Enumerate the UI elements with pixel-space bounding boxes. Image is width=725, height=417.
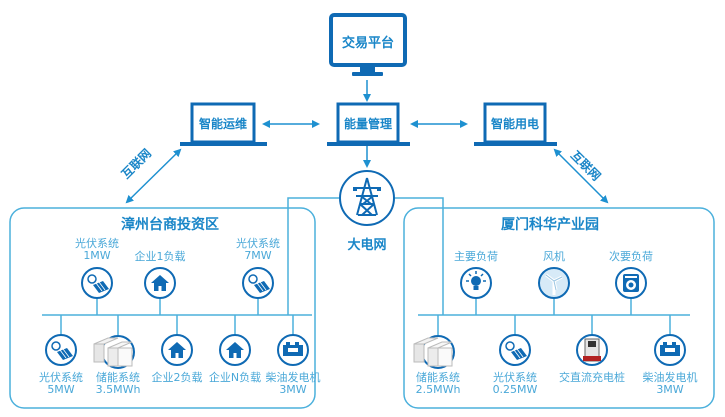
battery-storage-icon xyxy=(93,335,135,369)
transmission-tower-icon xyxy=(339,170,395,226)
smart-power-label: 智能用电 xyxy=(490,117,539,131)
arrow-internet-left xyxy=(125,148,182,204)
right-zone-title: 厦门科华产业园 xyxy=(501,217,599,233)
solar-panel-icon xyxy=(242,267,274,299)
solar-panel-icon xyxy=(499,334,531,366)
battery-storage-icon xyxy=(413,335,455,369)
left-bottom-item-4-label: 企业N负载 xyxy=(208,371,262,384)
grid-feeder-left xyxy=(287,197,339,315)
energy-mgmt-label: 能量管理 xyxy=(343,117,392,131)
left-zone-frame xyxy=(9,207,316,409)
washing-machine-icon xyxy=(615,267,647,299)
laptop-icon xyxy=(180,102,267,146)
right-top-item-2-label: 风机 xyxy=(543,250,565,263)
wind-turbine-icon xyxy=(538,267,570,299)
right-zone-frame xyxy=(403,207,715,409)
left-bottom-item-3-label: 企业2负载 xyxy=(151,371,203,384)
diesel-generator-icon xyxy=(277,334,309,366)
laptop-icon xyxy=(474,102,557,146)
grid-label: 大电网 xyxy=(347,238,387,253)
solar-panel-icon xyxy=(81,267,113,299)
house-icon xyxy=(219,334,251,366)
solar-panel-icon xyxy=(45,334,77,366)
right-top-item-1-label: 主要负荷 xyxy=(454,250,498,263)
arrow-internet-right xyxy=(553,148,609,204)
monitor-icon xyxy=(329,13,407,76)
left-top-item-2-label: 企业1负载 xyxy=(134,250,186,263)
light-bulb-icon xyxy=(460,267,492,299)
laptop-icon xyxy=(327,102,410,146)
left-zone-title: 漳州台商投资区 xyxy=(121,217,219,233)
diesel-generator-icon xyxy=(654,334,686,366)
house-icon xyxy=(161,334,193,366)
smart-om-label: 智能运维 xyxy=(198,117,247,131)
charging-pile-icon xyxy=(576,334,608,366)
right-top-item-3-label: 次要负荷 xyxy=(609,250,653,263)
right-bottom-item-3-label: 交直流充电桩 xyxy=(559,371,625,384)
grid-feeder-right xyxy=(395,197,444,315)
house-icon xyxy=(144,267,176,299)
trading-platform-label: 交易平台 xyxy=(341,36,394,51)
